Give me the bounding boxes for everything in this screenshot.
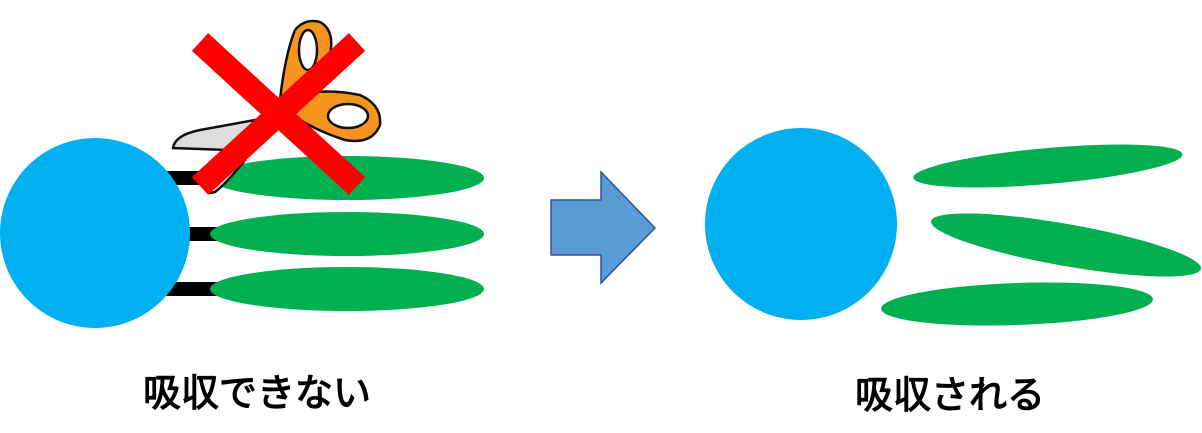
bonded-molecule (0, 138, 484, 328)
cross-icon (191, 33, 366, 195)
free-chain-1 (913, 144, 1183, 188)
right-arrow-icon (550, 170, 657, 285)
chain-2 (210, 212, 484, 256)
right-sphere (705, 128, 897, 320)
released-molecule (705, 128, 1201, 326)
right-caption: 吸収される (855, 373, 1046, 417)
chain-3 (210, 267, 484, 311)
free-chain-2 (931, 213, 1201, 277)
free-chain-3 (881, 282, 1153, 326)
left-caption: 吸収できない (143, 371, 372, 415)
bond-3 (160, 282, 220, 296)
left-sphere (0, 138, 190, 328)
